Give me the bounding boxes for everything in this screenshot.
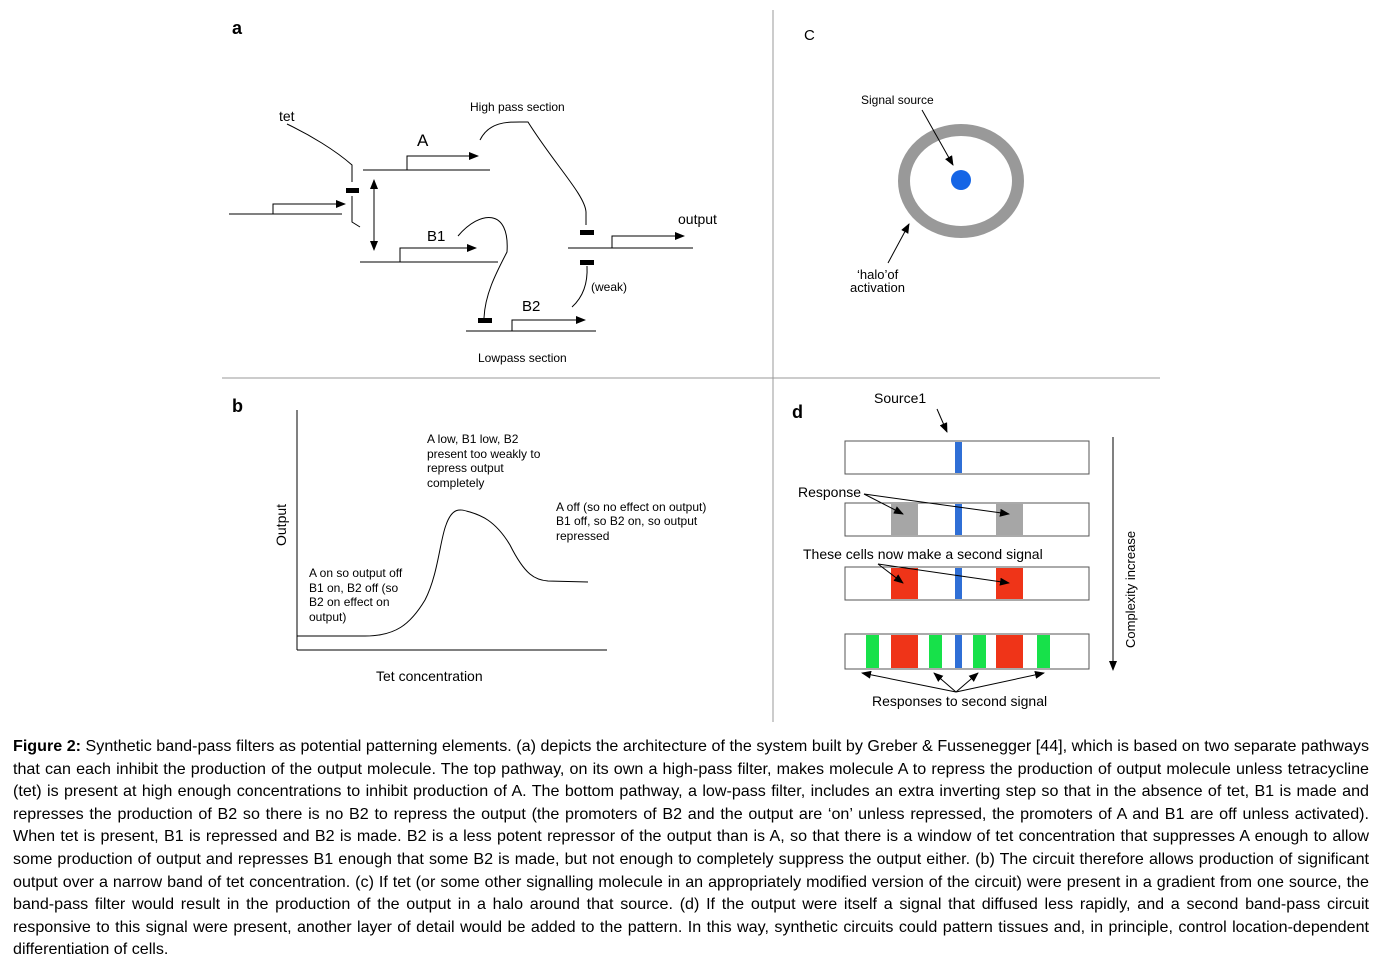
strip-4-green-band-1 — [866, 635, 879, 668]
panel-a-circuit-diagram: a tet High pass section A output B1 (wea… — [229, 18, 717, 365]
b2-repression-curve — [571, 265, 588, 308]
panel-b-letter: b — [232, 396, 243, 416]
annot-left-line-1: A on so output off — [309, 566, 403, 580]
strip-4 — [844, 633, 1090, 670]
strip-1-source-band — [955, 442, 962, 473]
annot-right: A off (so no effect on output) B1 off, s… — [556, 500, 710, 543]
second-signal-pointer-left — [877, 563, 904, 584]
strip-3-signal-band-right — [996, 568, 1023, 599]
b2-label: B2 — [522, 298, 540, 315]
response-label: Response — [798, 484, 861, 500]
annot-left-line-3: B2 on effect on — [309, 595, 390, 609]
second-response-pointer-1 — [861, 670, 957, 693]
b-xlabel: Tet concentration — [376, 668, 483, 684]
b1-label: B1 — [427, 228, 445, 245]
strip-4-green-band-2 — [929, 635, 942, 668]
high-pass-label: High pass section — [470, 100, 565, 114]
tet-promoter-arrow — [272, 200, 346, 214]
signal-source-dot — [951, 170, 971, 190]
second-signal-label: These cells now make a second signal — [803, 546, 1043, 562]
annot-left-line-2: B1 on, B2 off (so — [309, 581, 398, 595]
caption-label: Figure 2: — [13, 737, 82, 755]
panel-a-letter: a — [232, 18, 243, 38]
panel-b-output-curve: b Output Tet concentration A on so outpu… — [232, 396, 710, 684]
figure-2-panels: a tet High pass section A output B1 (wea… — [222, 10, 1160, 722]
b1-repressor-bar — [478, 318, 492, 323]
b2-repressor-bar — [580, 260, 594, 265]
gene-a-promoter-arrow — [406, 152, 479, 170]
response-pointer-left — [863, 493, 904, 515]
second-response-pointer-2 — [933, 672, 957, 693]
tet-repressor-bar — [346, 188, 359, 193]
low-pass-label: Lowpass section — [478, 351, 567, 365]
a-repression-curve — [479, 121, 587, 225]
gene-b2-promoter-arrow — [511, 316, 586, 331]
figure-caption: Figure 2: Synthetic band-pass filters as… — [13, 735, 1369, 961]
output-label: output — [678, 211, 717, 227]
band-pass-output-curve — [297, 509, 589, 637]
strip-3 — [844, 566, 1090, 601]
response-pointer-right — [863, 493, 1010, 517]
annot-left: A on so output off B1 on, B2 off (so B2 … — [309, 566, 406, 624]
halo-label: ‘halo’of activation — [850, 267, 905, 295]
strip-4-red-band-2 — [996, 635, 1023, 668]
strip-1 — [844, 440, 1090, 475]
output-promoter-arrow — [611, 232, 685, 248]
strip-4-source-band — [955, 635, 962, 668]
source1-pointer — [936, 408, 948, 433]
b1-repression-curve — [457, 216, 508, 319]
second-signal-pointer-right — [877, 563, 1010, 586]
second-response-pointer-3 — [955, 672, 979, 693]
strip-2-response-band-right — [996, 504, 1023, 535]
annot-peak-line-4: completely — [427, 476, 484, 490]
strip-4-green-band-4 — [1037, 635, 1050, 668]
tet-to-b1-connector — [351, 196, 361, 228]
annot-peak-line-3: repress output — [427, 461, 504, 475]
annot-left-line-4: output) — [309, 610, 346, 624]
responses-second-signal-label: Responses to second signal — [872, 693, 1047, 709]
gene-b1-promoter-arrow — [399, 244, 477, 262]
signal-source-label: Signal source — [861, 93, 934, 107]
halo-ring — [898, 124, 1024, 238]
source1-label: Source1 — [874, 390, 926, 406]
strip-4-red-band-1 — [891, 635, 918, 668]
strip-3-signal-band-left — [891, 568, 918, 599]
tet-label: tet — [279, 108, 295, 124]
strip-3-source-band — [955, 568, 962, 599]
annot-peak: A low, B1 low, B2 present too weakly to … — [427, 432, 544, 490]
b-ylabel: Output — [273, 504, 289, 546]
caption-text: Synthetic band-pass filters as potential… — [13, 737, 1369, 959]
panel-c-letter: C — [804, 27, 815, 44]
annot-peak-line-1: A low, B1 low, B2 — [427, 432, 519, 446]
annot-right-line-1: A off (so no effect on output) — [556, 500, 706, 514]
strip-4-green-band-3 — [973, 635, 986, 668]
panel-d-patterning: d Source1 Response These cells now make … — [792, 390, 1138, 709]
b-annotations: A on so output off B1 on, B2 off (so B2 … — [309, 432, 710, 624]
tet-pointer — [286, 123, 353, 182]
annot-peak-line-2: present too weakly to — [427, 447, 541, 461]
a-repressor-bar — [580, 230, 594, 235]
halo-pointer — [887, 223, 910, 264]
signal-source-pointer — [921, 109, 954, 166]
gene-a-label: A — [417, 131, 429, 150]
panel-c-halo: C Signal source ‘halo’of activation — [804, 27, 1024, 295]
second-response-pointer-4 — [955, 670, 1045, 693]
halo-label-line-2: activation — [850, 280, 905, 295]
strip-2-response-band-left — [891, 504, 918, 535]
annot-right-line-3: repressed — [556, 529, 609, 543]
annot-right-line-2: B1 off, so B2 on, so output — [556, 514, 698, 528]
strip-2-source-band — [955, 504, 962, 535]
panel-d-letter: d — [792, 402, 803, 422]
complexity-label: Complexity increase — [1123, 531, 1138, 648]
halo-label-line-1: ‘halo’of — [857, 267, 899, 282]
weak-label: (weak) — [591, 280, 627, 294]
